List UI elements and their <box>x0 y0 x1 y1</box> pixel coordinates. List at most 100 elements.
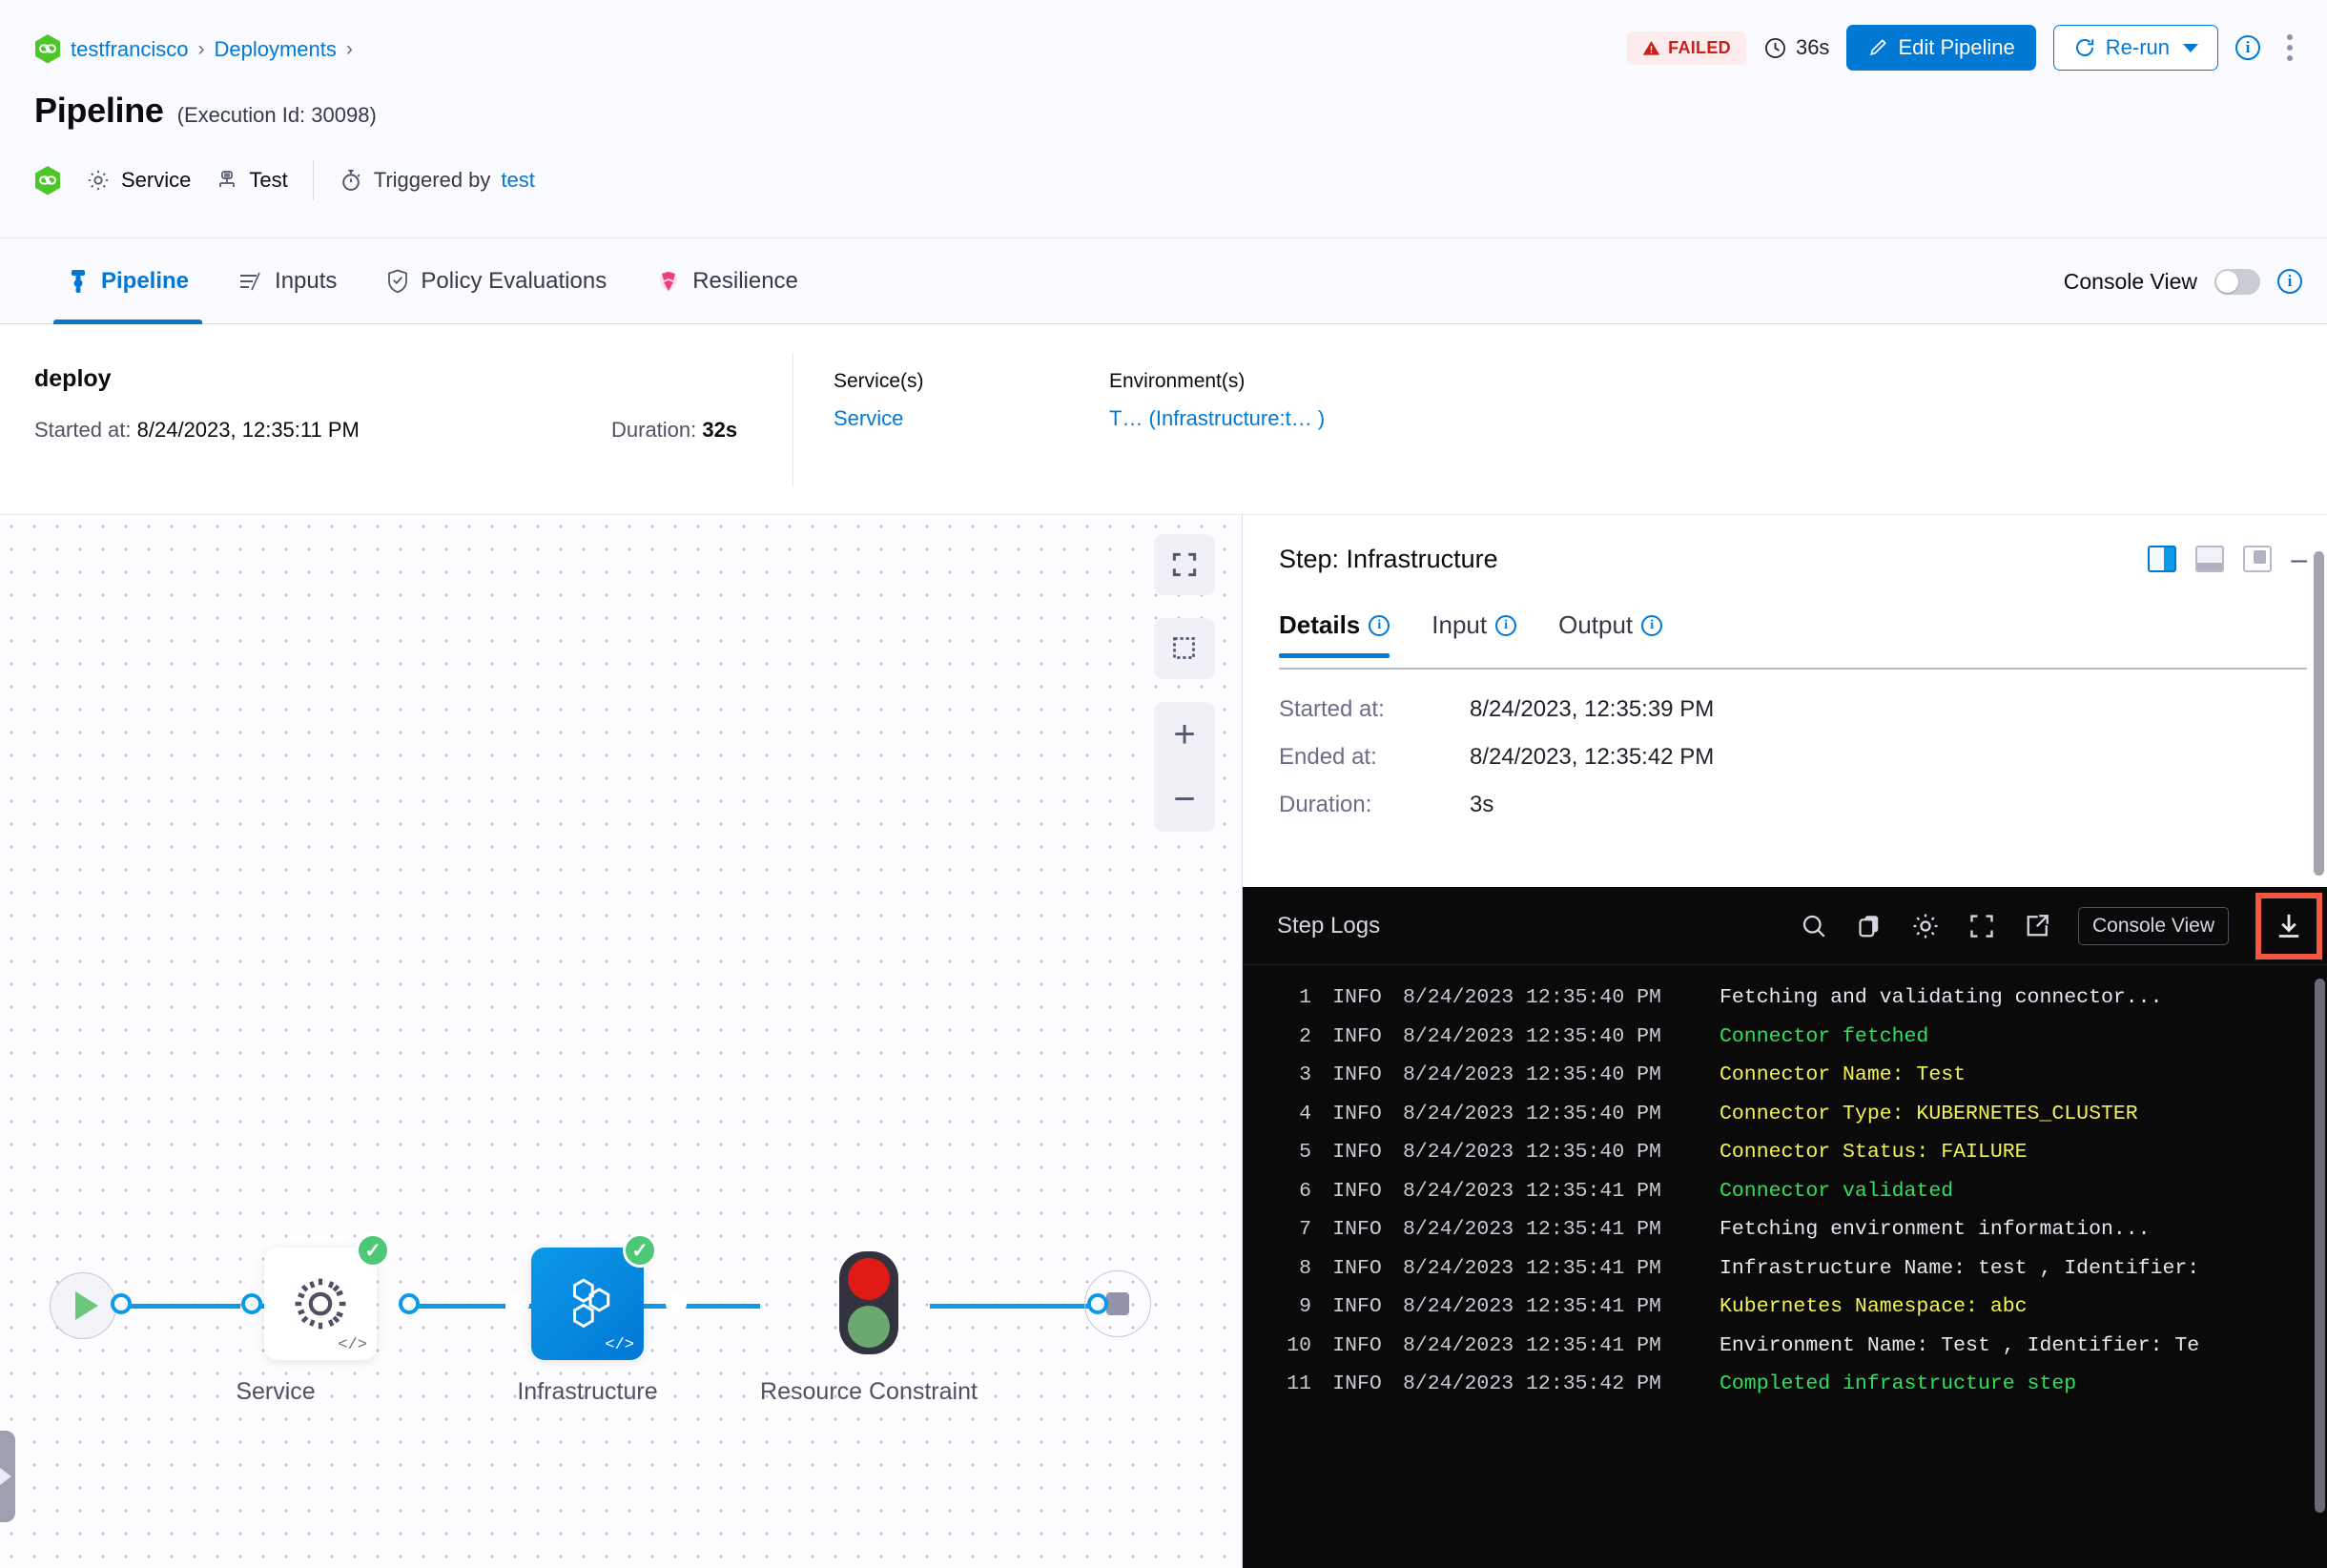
log-line: 2 INFO 8/24/2023 12:35:40 PM Connector f… <box>1243 1018 2327 1057</box>
status-badge: FAILED <box>1627 31 1746 65</box>
canvas-controls: + − <box>1154 534 1215 832</box>
port-end-in[interactable] <box>1087 1293 1108 1314</box>
tab-output[interactable]: Output i <box>1558 610 1663 656</box>
search-logs-button[interactable] <box>1800 912 1828 940</box>
minimize-icon[interactable]: – <box>2291 543 2307 575</box>
edit-pipeline-button[interactable]: Edit Pipeline <box>1846 25 2036 71</box>
log-line: 8 INFO 8/24/2023 12:35:41 PM Infrastruct… <box>1243 1249 2327 1289</box>
log-line-number: 6 <box>1299 1179 1311 1203</box>
resilience-icon <box>656 269 681 294</box>
open-new-tab-button[interactable] <box>2023 912 2051 940</box>
log-line-message: Fetching and validating connector... <box>1720 986 2163 1010</box>
dock-bottom-button[interactable] <box>2195 546 2225 572</box>
gear-icon <box>1913 914 1938 939</box>
step-details-list: Started at: 8/24/2023, 12:35:39 PM Ended… <box>1243 696 2327 839</box>
step-panel-scrollbar[interactable] <box>2314 551 2324 876</box>
environments-value[interactable]: T… (Infrastructure:t… ) <box>1109 406 1326 430</box>
step-logs-title: Step Logs <box>1277 912 1381 939</box>
header-actions: FAILED 36s Edit Pipeline <box>1627 25 2302 71</box>
tab-details[interactable]: Details i <box>1279 610 1390 658</box>
stage-started-at: Started at: 8/24/2023, 12:35:11 PM <box>34 418 360 443</box>
log-line-timestamp: 8/24/2023 12:35:41 PM <box>1403 1295 1661 1319</box>
pipeline-icon <box>67 269 90 294</box>
select-area-button[interactable] <box>1154 618 1215 679</box>
pipeline-canvas[interactable]: </> ✓ Service </> ✓ Infrastructure Reso <box>0 515 1242 1568</box>
log-line-timestamp: 8/24/2023 12:35:40 PM <box>1403 1141 1661 1165</box>
log-line-message: Connector Name: Test <box>1720 1063 1967 1087</box>
console-view-switch[interactable] <box>2214 268 2260 295</box>
triggered-by-user[interactable]: test <box>501 168 535 192</box>
search-icon <box>1802 915 1825 938</box>
canvas-node-infrastructure[interactable]: </> ✓ <box>531 1233 657 1360</box>
breadcrumb-item-deployments[interactable]: Deployments <box>214 36 337 61</box>
logs-console-view-button[interactable]: Console View <box>2077 907 2229 945</box>
meta-divider <box>312 160 314 200</box>
stage-duration-value: 32s <box>702 418 738 442</box>
execution-duration: 36s <box>1763 35 1829 60</box>
rerun-info-icon[interactable]: i <box>2235 35 2260 60</box>
services-value[interactable]: Service <box>834 406 904 430</box>
dock-right-button[interactable] <box>2148 546 2177 572</box>
stage-duration: Duration: 32s <box>611 418 737 443</box>
output-info-icon[interactable]: i <box>1641 614 1663 636</box>
external-link-icon <box>2027 915 2049 937</box>
console-view-info-icon[interactable]: i <box>2277 269 2302 294</box>
expand-left-panel-handle[interactable] <box>0 1431 15 1522</box>
log-line-message: Completed infrastructure step <box>1720 1372 2077 1396</box>
expand-icon <box>1172 552 1197 577</box>
step-logs-header: Step Logs <box>1243 887 2327 965</box>
console-view-toggle-group: Console View i <box>2064 238 2302 324</box>
float-panel-button[interactable] <box>2243 546 2273 572</box>
kebab-menu-icon[interactable] <box>2277 29 2302 67</box>
log-line-level: INFO <box>1332 1063 1382 1087</box>
breadcrumb-item-account[interactable]: testfrancisco <box>71 36 189 61</box>
step-logs-scrollbar[interactable] <box>2315 979 2325 1513</box>
port-service-in[interactable] <box>241 1293 262 1314</box>
canvas-node-resource-constraint[interactable] <box>839 1251 898 1354</box>
port-infra-out[interactable] <box>666 1293 687 1314</box>
services-header: Service(s) <box>834 370 924 392</box>
stage-duration-label: Duration: <box>611 418 697 442</box>
step-logs-body[interactable]: 1 INFO 8/24/2023 12:35:40 PM Fetching an… <box>1243 965 2327 1568</box>
canvas-start-node[interactable] <box>50 1272 116 1339</box>
copy-logs-button[interactable] <box>1855 912 1884 940</box>
rerun-button[interactable]: Re-run <box>2052 25 2218 71</box>
tab-pipeline[interactable]: Pipeline <box>42 238 214 324</box>
log-settings-button[interactable] <box>1910 911 1941 941</box>
canvas-zoom-controls[interactable]: + − <box>1154 702 1215 832</box>
main-tabbar: Pipeline Inputs Policy Evaluations <box>0 238 2327 324</box>
log-line-timestamp: 8/24/2023 12:35:41 PM <box>1403 1179 1661 1203</box>
step-panel-layout-controls: – <box>2148 515 2307 603</box>
service-code-tag[interactable]: </> <box>338 1336 367 1354</box>
port-service-out[interactable] <box>399 1293 420 1314</box>
canvas-node-service[interactable]: </> ✓ <box>264 1233 390 1360</box>
log-line-message: Kubernetes Namespace: abc <box>1720 1295 2028 1319</box>
chevron-right-icon <box>0 1468 11 1485</box>
tab-resilience[interactable]: Resilience <box>631 238 823 324</box>
log-line-number: 1 <box>1299 986 1311 1010</box>
download-logs-button[interactable] <box>2255 893 2322 959</box>
tab-inputs[interactable]: Inputs <box>214 238 361 324</box>
edge-start-service <box>122 1304 240 1309</box>
service-success-icon: ✓ <box>356 1233 390 1268</box>
infrastructure-code-tag[interactable]: </> <box>605 1336 634 1354</box>
fullscreen-logs-button[interactable] <box>1967 912 1996 940</box>
log-line-number: 3 <box>1299 1063 1311 1087</box>
zoom-in-button[interactable]: + <box>1173 713 1196 755</box>
tab-input[interactable]: Input i <box>1431 610 1517 656</box>
fit-to-screen-button[interactable] <box>1154 534 1215 595</box>
log-line-timestamp: 8/24/2023 12:35:40 PM <box>1403 1102 1661 1125</box>
stage-started-value: 8/24/2023, 12:35:11 PM <box>136 418 360 442</box>
zoom-out-button[interactable]: − <box>1173 778 1196 820</box>
step-panel-tabs: Details i Input i Output i <box>1279 610 2307 670</box>
service-meta: Service <box>86 168 191 193</box>
environments-column: Environment(s) T… (Infrastructure:t… ) <box>1109 370 1325 431</box>
step-logs-tools: Console View <box>1800 887 2324 965</box>
canvas-end-node[interactable] <box>1084 1270 1151 1337</box>
input-info-icon[interactable]: i <box>1495 614 1517 636</box>
tab-policy-evaluations[interactable]: Policy Evaluations <box>361 238 631 324</box>
log-line-message: Environment Name: Test , Identifier: Te <box>1720 1333 2200 1357</box>
port-infra-in[interactable] <box>508 1293 529 1314</box>
details-info-icon[interactable]: i <box>1369 614 1390 636</box>
port-start-out[interactable] <box>111 1293 132 1314</box>
